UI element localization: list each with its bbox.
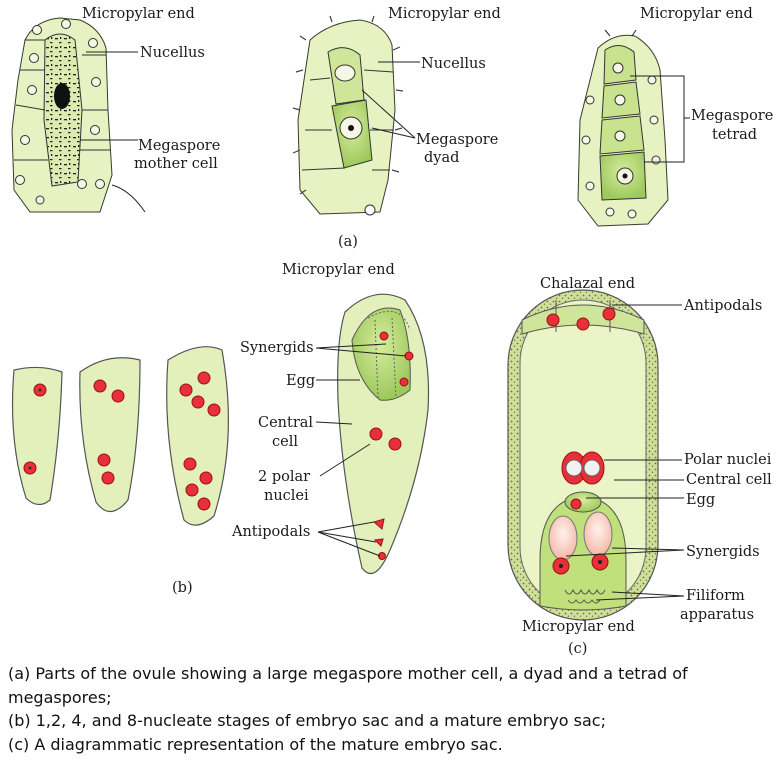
mmc-label-line2: mother cell [134,156,218,172]
tetrad-label-line2: tetrad [712,127,757,143]
micropylar-label-c: Micropylar end [522,619,635,635]
panel-a-middle-title: Micropylar end [388,6,501,22]
antipodals-label-c: Antipodals [683,298,762,314]
caption-line-c: (c) A diagrammatic representation of the… [8,734,503,754]
mature-embryo-sac-c [507,289,659,621]
panel-b-title: Micropylar end [282,262,395,278]
nucellus-label-left: Nucellus [140,45,205,61]
chalazal-label: Chalazal end [540,276,635,292]
tetrad-ovule [577,29,669,227]
nucellus-label-middle: Nucellus [421,56,486,72]
caption-line-a: (a) Parts of the ovule showing a large m… [8,664,688,707]
central-label-line1: Central [258,415,313,431]
one-nucleate-sac [11,366,63,506]
panel-b-tag: (b) [172,580,193,596]
dyad-label-line1: Megaspore [416,132,498,148]
caption-line-b: (b) 1,2, 4, and 8-nucleate stages of emb… [8,711,606,730]
eight-nucleate-sac [166,346,229,526]
panel-a-right-title: Micropylar end [640,6,753,22]
polar-label-c: Polar nuclei [684,452,772,468]
mmc-label-line1: Megaspore [138,138,220,154]
antipodals-label-b: Antipodals [231,524,310,540]
two-nucleate-sac [79,357,141,513]
figure-caption: (a) Parts of the ovule showing a large m… [8,662,772,756]
polar-label-line2: nuclei [264,488,309,504]
dyad-ovule [292,15,404,216]
central-label-line2: cell [272,434,298,450]
synergids-label-c: Synergids [686,544,760,560]
dyad-label-line2: dyad [424,150,459,166]
polar-label-line1: 2 polar [258,469,310,485]
tetrad-label-line1: Megaspore [691,108,773,124]
filiform-label-line1: Filiform [686,588,745,604]
panel-a-tag: (a) [338,234,358,250]
mature-embryo-sac-b [337,293,430,575]
egg-label-b: Egg [286,373,315,389]
egg-label-c: Egg [686,492,715,508]
central-label-c: Central cell [686,472,772,488]
mmc-ovule [11,17,146,213]
ovule-embryo-sac-figure: Micropylar end Nucellus Megaspore mother… [11,6,773,657]
panel-c-tag: (c) [568,641,587,657]
synergids-label-b: Synergids [240,340,314,356]
panel-a-left-title: Micropylar end [82,6,195,22]
filiform-label-line2: apparatus [680,607,754,623]
